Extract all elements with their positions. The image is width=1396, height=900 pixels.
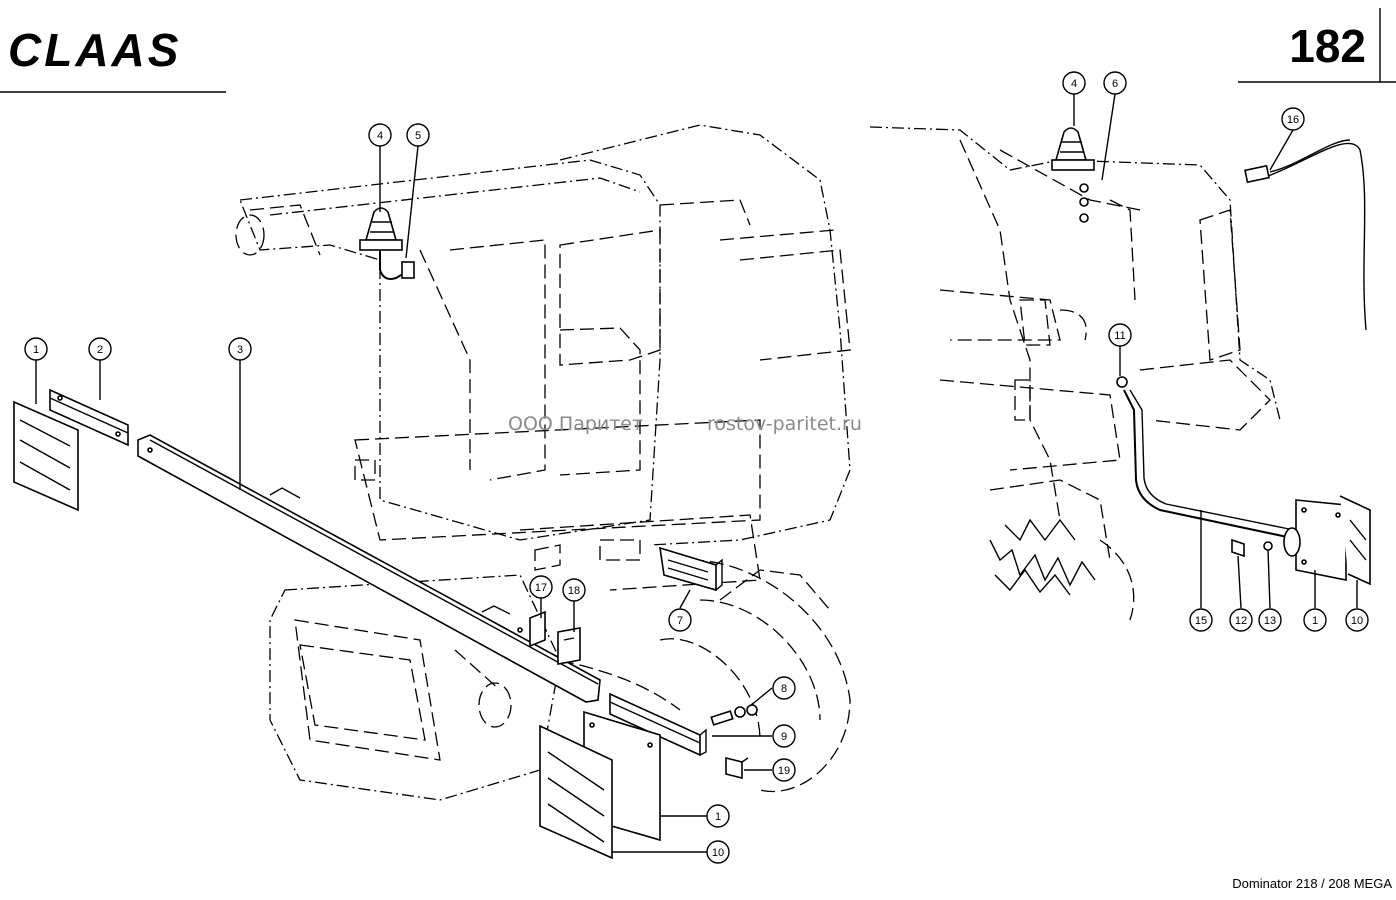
callout-10-right: 10 [1345, 608, 1369, 632]
svg-text:6: 6 [1112, 78, 1118, 90]
callout-13: 13 [1258, 608, 1282, 632]
callout-19: 19 [772, 758, 796, 782]
svg-text:7: 7 [677, 615, 683, 627]
clip-part-19 [725, 756, 749, 780]
nut-part-13 [1263, 541, 1273, 551]
callout-15: 15 [1189, 608, 1213, 632]
callout-1-right: 1 [1303, 608, 1327, 632]
svg-text:10: 10 [1351, 615, 1363, 627]
bracket-part-18 [557, 627, 581, 665]
callout-2: 2 [88, 337, 112, 361]
combine-outline-right [869, 126, 1281, 621]
svg-text:1: 1 [1312, 615, 1318, 627]
callout-3: 3 [228, 337, 252, 361]
callout-12: 12 [1229, 608, 1253, 632]
svg-text:8: 8 [781, 683, 787, 695]
clip-part-12 [1231, 538, 1245, 558]
combine-outline-left [235, 124, 851, 801]
reflector-plate-part-1-left [13, 400, 79, 512]
svg-text:10: 10 [712, 847, 724, 859]
brand-logo-text: CLAAS [8, 24, 181, 76]
watermark-site: rostov-paritet.ru [707, 413, 862, 435]
callout-6: 6 [1103, 71, 1127, 95]
callout-1-bottom: 1 [706, 804, 730, 828]
callout-17: 17 [529, 575, 553, 599]
svg-text:11: 11 [1114, 330, 1125, 342]
callout-16: 16 [1281, 107, 1305, 131]
bracket-part-2 [49, 388, 129, 447]
cable-part-16 [1244, 139, 1367, 331]
svg-text:1: 1 [715, 811, 721, 823]
mount-part-6 [1079, 183, 1089, 223]
bolt-set-part-8 [710, 704, 758, 726]
callout-1-top-left: 1 [24, 337, 48, 361]
bracket-part-9 [609, 692, 707, 757]
page-number: 182 [1289, 20, 1366, 72]
callout-5: 5 [406, 123, 430, 147]
svg-text:9: 9 [781, 731, 787, 743]
model-footer: Dominator 218 / 208 MEGA [1232, 876, 1392, 891]
svg-text:4: 4 [377, 130, 383, 142]
callout-4-left: 4 [368, 123, 392, 147]
callout-10-bottom: 10 [706, 840, 730, 864]
svg-text:1: 1 [33, 344, 39, 356]
callout-8: 8 [772, 676, 796, 700]
svg-text:3: 3 [237, 344, 243, 356]
callout-4-right: 4 [1062, 71, 1086, 95]
callouts-right-view: 4 6 16 11 15 12 13 1 [1062, 71, 1369, 632]
beacon-lamp-right [1051, 127, 1095, 171]
callouts-left-view: 1 2 3 4 5 17 18 7 [24, 123, 796, 864]
svg-text:16: 16 [1287, 114, 1299, 126]
callout-18: 18 [562, 578, 586, 602]
cable-part-11 [1116, 376, 1295, 539]
lamp-housing-part-7 [659, 546, 723, 592]
svg-text:4: 4 [1071, 78, 1077, 90]
plate-part-1-right [1283, 499, 1347, 581]
callout-9: 9 [772, 724, 796, 748]
svg-text:12: 12 [1235, 615, 1247, 627]
reflector-part-10-lower-left [539, 724, 613, 860]
svg-text:15: 15 [1195, 615, 1207, 627]
svg-text:13: 13 [1264, 615, 1276, 627]
svg-text:17: 17 [535, 582, 547, 594]
svg-text:19: 19 [778, 765, 790, 777]
svg-text:5: 5 [415, 130, 421, 142]
reflector-part-10-right [1339, 495, 1371, 586]
beacon-lamp-left [359, 207, 415, 280]
svg-text:18: 18 [568, 585, 580, 597]
svg-text:2: 2 [97, 344, 103, 356]
callout-leaders [35, 93, 1358, 853]
callout-7: 7 [668, 608, 692, 632]
brand-logo: CLAAS [8, 24, 181, 76]
crossbeam-part-3 [137, 434, 601, 703]
callout-11: 11 [1108, 323, 1132, 347]
watermark-company: ООО Паритет [508, 413, 643, 435]
bracket-part-17 [529, 610, 546, 648]
